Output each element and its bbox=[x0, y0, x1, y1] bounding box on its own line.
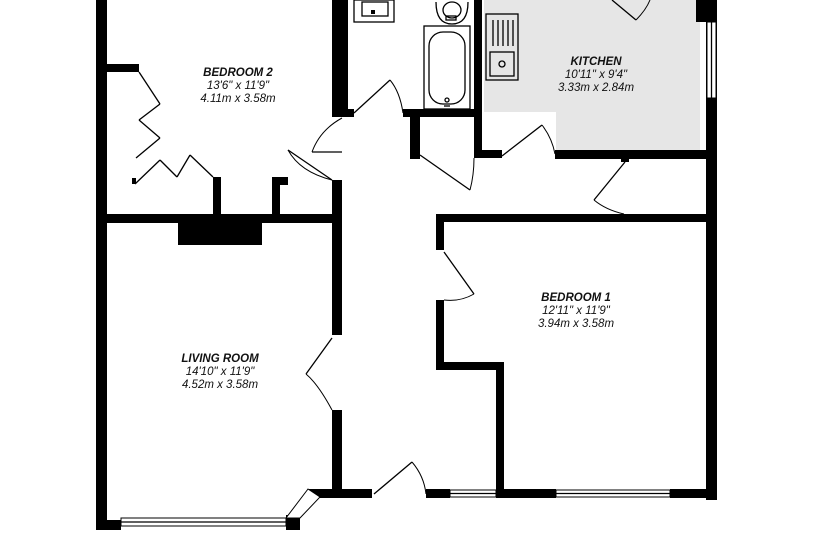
room-label-kitchen: KITCHEN 10'11" x 9'4" 3.33m x 2.84m bbox=[558, 56, 634, 94]
wardrobe bbox=[132, 71, 214, 185]
toilet-icon bbox=[435, 1, 469, 25]
bathtub-icon bbox=[423, 25, 471, 110]
bedroom-2-imperial: 13'6" x 11'9" bbox=[207, 80, 270, 92]
living-room-metric: 4.52m x 3.58m bbox=[182, 379, 258, 391]
kitchen-name: KITCHEN bbox=[570, 56, 622, 68]
room-label-bedroom-2: BEDROOM 2 13'6" x 11'9" 4.11m x 3.58m bbox=[200, 67, 276, 105]
kitchen-worktop bbox=[484, 0, 700, 150]
living-room-imperial: 14'10" x 11'9" bbox=[186, 366, 256, 378]
walls bbox=[96, 0, 717, 530]
bedroom-1-metric: 3.94m x 3.58m bbox=[538, 318, 614, 330]
room-label-living-room: LIVING ROOM 14'10" x 11'9" 4.52m x 3.58m bbox=[181, 353, 259, 391]
bedroom-1-imperial: 12'11" x 11'9" bbox=[542, 305, 611, 317]
windows bbox=[120, 21, 717, 527]
kitchen-metric: 3.33m x 2.84m bbox=[558, 82, 634, 94]
kitchen-sink-icon bbox=[485, 13, 519, 81]
room-label-bedroom-1: BEDROOM 1 12'11" x 11'9" 3.94m x 3.58m bbox=[538, 292, 614, 330]
doors bbox=[287, 0, 651, 495]
bedroom-2-metric: 4.11m x 3.58m bbox=[200, 93, 276, 105]
bedroom-2-name: BEDROOM 2 bbox=[203, 67, 273, 79]
living-room-name: LIVING ROOM bbox=[181, 353, 259, 365]
bedroom-1-name: BEDROOM 1 bbox=[541, 292, 611, 304]
kitchen-imperial: 10'11" x 9'4" bbox=[565, 69, 628, 81]
washbasin-icon bbox=[353, 0, 395, 23]
